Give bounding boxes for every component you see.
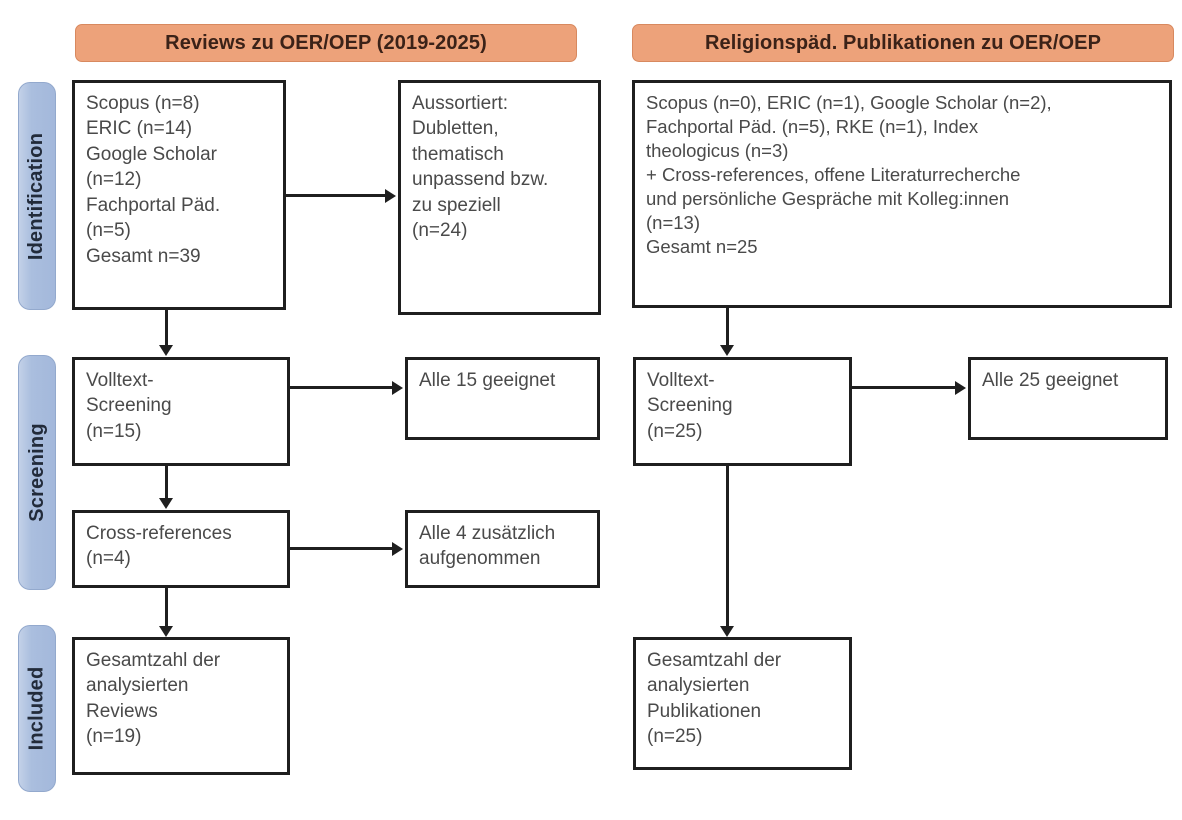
box-left-included-total: Gesamtzahl der analysierten Reviews (n=1… — [72, 637, 290, 775]
box-left-fulltext-result: Alle 15 geeignet — [405, 357, 600, 440]
connector-left-crossrefs-to-result — [290, 547, 392, 550]
box-right-included-total: Gesamtzahl der analysierten Publikatione… — [633, 637, 852, 770]
stage-label-included: Included — [25, 666, 48, 751]
column-header-religionspaed: Religionspäd. Publikationen zu OER/OEP — [632, 24, 1174, 62]
box-left-cross-references: Cross-references (n=4) — [72, 510, 290, 588]
connector-left-fulltext-to-result — [290, 386, 392, 389]
stage-pill-included: Included — [18, 625, 56, 792]
connector-right-fulltext-to-result — [852, 386, 955, 389]
column-header-reviews: Reviews zu OER/OEP (2019-2025) — [75, 24, 577, 62]
arrowhead-right-sources-to-fulltext — [720, 345, 734, 356]
box-left-fulltext-screening: Volltext- Screening (n=15) — [72, 357, 290, 466]
arrowhead-left-sources-to-excluded — [385, 189, 396, 203]
box-left-excluded: Aussortiert: Dubletten, thematisch unpas… — [398, 80, 601, 315]
stage-label-screening: Screening — [25, 423, 48, 522]
box-right-sources: Scopus (n=0), ERIC (n=1), Google Scholar… — [632, 80, 1172, 308]
box-left-sources: Scopus (n=8) ERIC (n=14) Google Scholar … — [72, 80, 286, 310]
arrowhead-left-fulltext-to-crossrefs — [159, 498, 173, 509]
stage-label-identification: Identification — [25, 132, 48, 260]
stage-pill-screening: Screening — [18, 355, 56, 590]
arrowhead-left-fulltext-to-result — [392, 381, 403, 395]
connector-left-sources-to-excluded — [286, 194, 385, 197]
connector-left-fulltext-to-crossrefs — [165, 466, 168, 500]
connector-right-sources-to-fulltext — [726, 308, 729, 347]
box-right-fulltext-screening: Volltext- Screening (n=25) — [633, 357, 852, 466]
connector-right-fulltext-to-included — [726, 466, 729, 629]
box-left-cross-references-result: Alle 4 zusätzlich aufgenommen — [405, 510, 600, 588]
arrowhead-left-crossrefs-to-included — [159, 626, 173, 637]
arrowhead-left-crossrefs-to-result — [392, 542, 403, 556]
box-right-fulltext-result: Alle 25 geeignet — [968, 357, 1168, 440]
arrowhead-left-sources-to-fulltext — [159, 345, 173, 356]
connector-left-sources-to-fulltext — [165, 310, 168, 347]
column-header-reviews-label: Reviews zu OER/OEP (2019-2025) — [165, 31, 487, 54]
column-header-religionspaed-label: Religionspäd. Publikationen zu OER/OEP — [704, 31, 1102, 54]
connector-left-crossrefs-to-included — [165, 588, 168, 628]
arrowhead-right-fulltext-to-included — [720, 626, 734, 637]
stage-pill-identification: Identification — [18, 82, 56, 310]
arrowhead-right-fulltext-to-result — [955, 381, 966, 395]
